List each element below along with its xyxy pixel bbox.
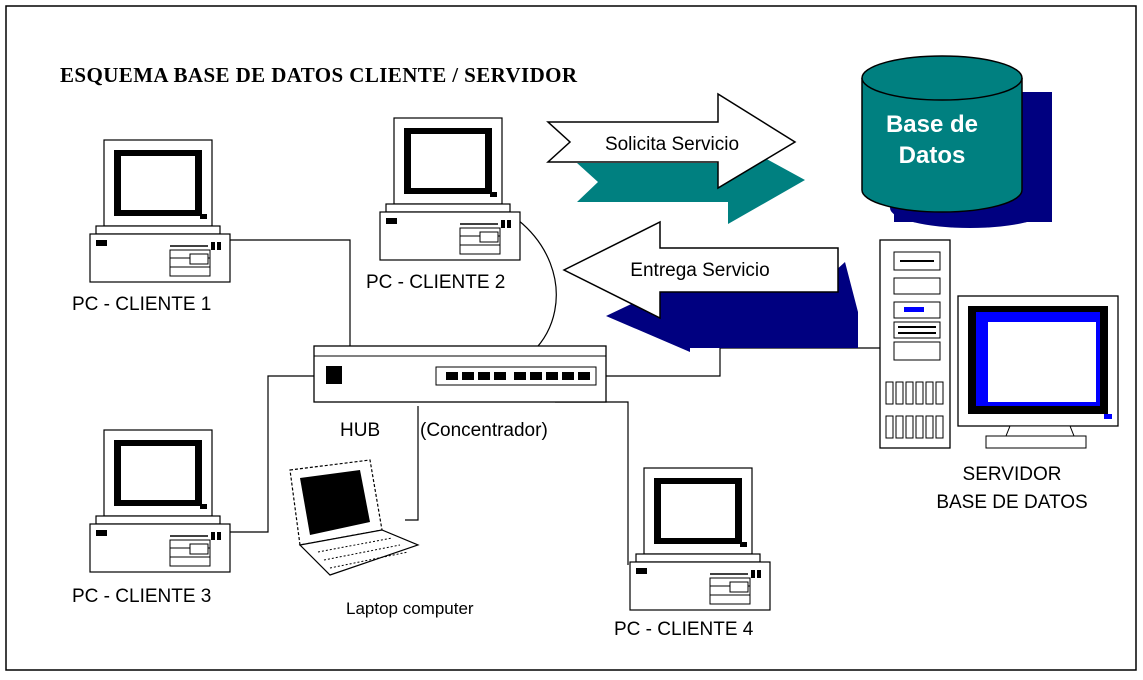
response-arrow: Entrega Servicio <box>562 220 858 352</box>
request-arrow: Solicita Servicio <box>546 92 805 224</box>
pc-cliente-1 <box>89 139 231 283</box>
server-label-line2: BASE DE DATOS <box>936 492 1087 513</box>
server-tower <box>879 239 951 449</box>
pc-cliente-4 <box>629 467 771 611</box>
hub-device <box>313 345 607 403</box>
outer-frame <box>5 5 1137 671</box>
pc-cliente-1-label: PC - CLIENTE 1 <box>72 294 211 315</box>
laptop-label: Laptop computer <box>346 599 474 618</box>
response-arrow-label: Entrega Servicio <box>630 260 769 281</box>
hub-sublabel: (Concentrador) <box>420 420 548 441</box>
hub-label: HUB <box>340 420 380 441</box>
diagram-title: ESQUEMA BASE DE DATOS CLIENTE / SERVIDOR <box>60 63 578 87</box>
pc-cliente-2-label: PC - CLIENTE 2 <box>366 272 505 293</box>
database-label-line1: Base de <box>886 111 978 138</box>
request-arrow-label: Solicita Servicio <box>605 134 739 155</box>
pc-cliente-2 <box>379 117 521 261</box>
database-label-line2: Datos <box>899 142 966 169</box>
laptop-computer <box>289 459 420 576</box>
database-cylinder: Base de Datos <box>861 55 1052 228</box>
pc-cliente-3 <box>89 429 231 573</box>
server-label-line1: SERVIDOR <box>963 464 1062 485</box>
server-monitor <box>957 295 1119 449</box>
pc-cliente-3-label: PC - CLIENTE 3 <box>72 586 211 607</box>
pc-cliente-4-label: PC - CLIENTE 4 <box>614 619 754 640</box>
